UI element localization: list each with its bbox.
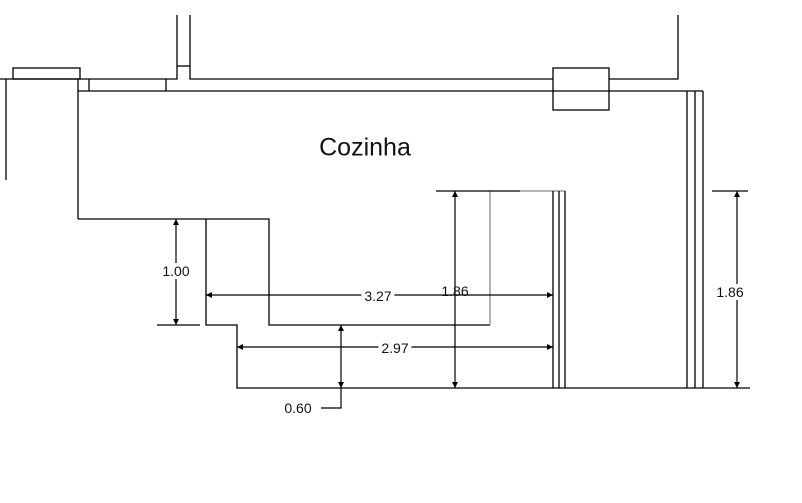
dimension-counter-length-upper: 3.27 [361, 288, 395, 304]
walls [0, 15, 704, 388]
dimension-counter-length-lower: 2.97 [378, 340, 412, 356]
dimension-step-depth: 0.60 [281, 400, 315, 416]
dimension-counter-depth-left: 1.00 [159, 263, 193, 279]
dimension-lines [157, 190, 750, 409]
room-label: Cozinha [319, 133, 411, 162]
dimension-counter-height-center: 1.86 [441, 283, 469, 299]
dimension-wall-height-right: 1.86 [713, 284, 747, 300]
windows [12, 67, 610, 111]
counter-outline [78, 190, 703, 389]
